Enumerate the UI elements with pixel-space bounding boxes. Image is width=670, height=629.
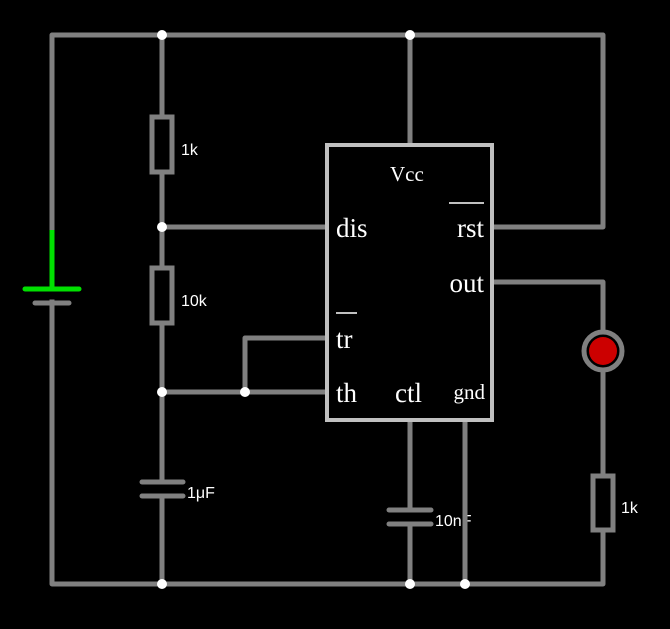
resistor-r2[interactable]: 10k [149,265,208,326]
wire-top-rail[interactable] [49,32,606,235]
timer-chip[interactable]: Vcc dis rst out tr th ctl gnd [325,143,494,422]
capacitor-c1[interactable]: 1μF [139,479,215,502]
capacitor-c1-label: 1μF [187,485,215,502]
pin-th-label: th [336,378,358,408]
junction-dot [157,579,167,589]
resistor-r1-label: 1k [181,142,199,159]
resistor-r3-label: 1k [621,500,639,517]
resistor-r3[interactable]: 1k [590,473,639,533]
pin-ctl-label: ctl [395,378,422,408]
resistor-r1-body [149,114,175,175]
junction-dot [405,579,415,589]
junction-dot [460,579,470,589]
resistor-r3-body [590,473,616,533]
timer-chip-body [325,143,494,422]
led-light [589,337,617,365]
junction-dot [157,387,167,397]
wire-out[interactable] [489,279,606,333]
pin-rst-label: rst [457,213,484,243]
pin-dis-label: dis [336,213,368,243]
capacitor-c2[interactable]: 10nF [386,507,472,530]
junction-dot [405,30,415,40]
pin-out-label: out [449,268,484,298]
resistor-r2-body [149,265,175,326]
led[interactable] [581,329,625,373]
pin-gnd-label: gnd [454,380,486,404]
pin-tr-label: tr [336,324,353,354]
resistor-r2-label: 10k [181,293,208,310]
junction-dot [157,222,167,232]
pin-vcc-label: Vcc [390,162,424,186]
junctions [157,30,470,589]
wire-bottom-rail[interactable] [49,299,606,587]
wire-tr[interactable] [242,335,330,395]
resistor-r1[interactable]: 1k [149,114,199,175]
junction-dot [240,387,250,397]
battery[interactable] [22,230,82,306]
junction-dot [157,30,167,40]
